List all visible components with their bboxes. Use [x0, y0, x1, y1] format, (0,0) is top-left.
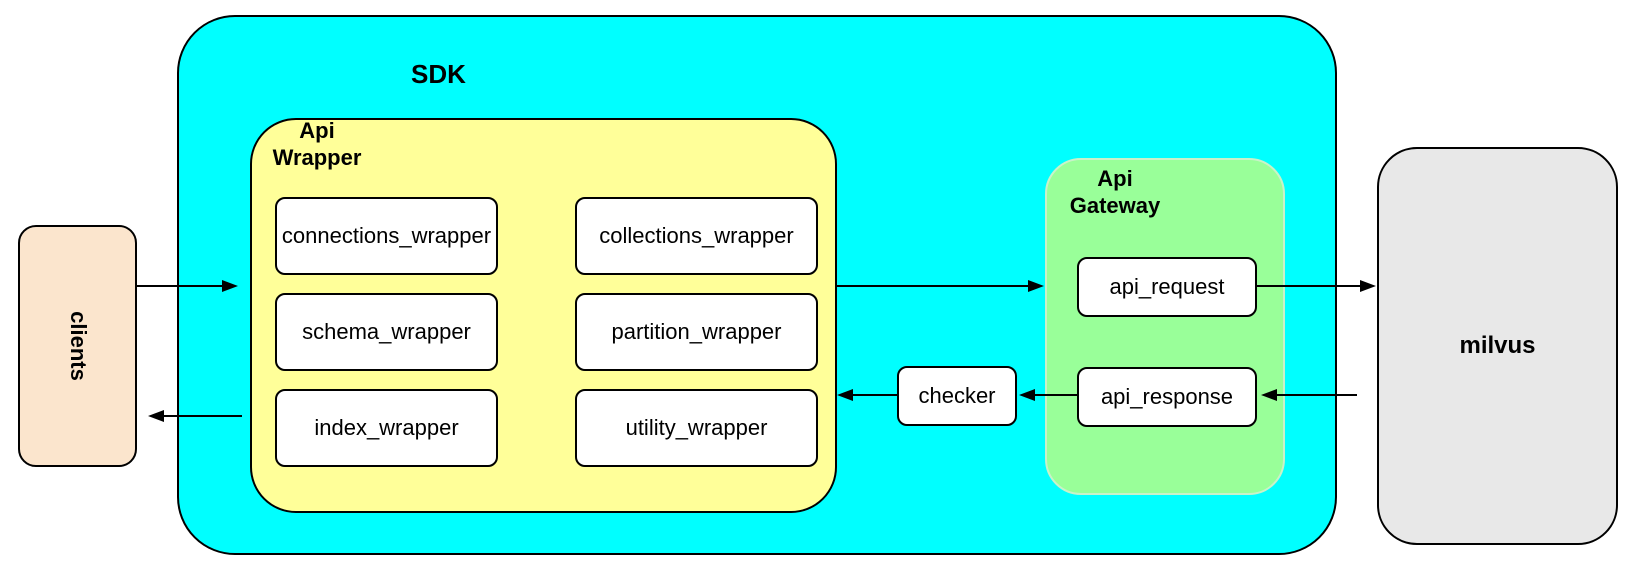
api-request-node: api_request — [1077, 257, 1257, 317]
wrapper-box-connections: connections_wrapper — [275, 197, 498, 275]
api-gateway-label: Api Gateway — [1056, 165, 1174, 219]
api-response-node: api_response — [1077, 367, 1257, 427]
api-gateway-label-line1: Api — [1097, 166, 1133, 191]
wrapper-box-index: index_wrapper — [275, 389, 498, 467]
api-wrapper-label: Api Wrapper — [258, 117, 376, 171]
api-wrapper-label-line1: Api — [299, 118, 335, 143]
checker-node: checker — [897, 366, 1017, 426]
api-gateway-container — [1045, 158, 1285, 495]
api-wrapper-label-line2: Wrapper — [272, 145, 362, 170]
wrapper-box-schema: schema_wrapper — [275, 293, 498, 371]
clients-label: clients — [65, 311, 91, 381]
api-gateway-label-line2: Gateway — [1069, 193, 1161, 218]
wrapper-box-collections: collections_wrapper — [575, 197, 818, 275]
clients-node: clients — [18, 225, 137, 467]
wrapper-box-utility: utility_wrapper — [575, 389, 818, 467]
milvus-node: milvus — [1377, 147, 1618, 545]
sdk-label: SDK — [411, 59, 466, 89]
wrapper-box-partition: partition_wrapper — [575, 293, 818, 371]
